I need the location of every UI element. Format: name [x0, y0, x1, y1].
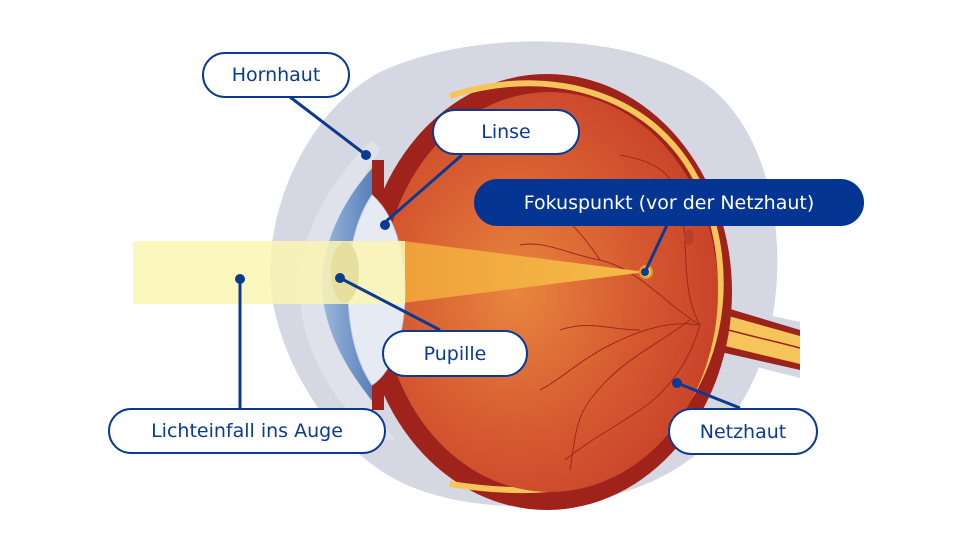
label-focus-point: Fokuspunkt (vor der Netzhaut) [474, 179, 864, 226]
leader-cornea [289, 95, 367, 157]
leader-dots [235, 150, 682, 388]
label-retina: Netzhaut [668, 408, 818, 455]
dot-retina [672, 378, 682, 388]
dot-lens [380, 220, 390, 230]
leader-lens [382, 153, 463, 226]
label-cornea: Hornhaut [202, 52, 350, 98]
leader-focus [643, 224, 669, 273]
dot-cornea [361, 150, 371, 160]
leader-retina [676, 381, 741, 410]
dot-focus [641, 268, 649, 276]
dot-light [235, 274, 245, 284]
label-pupil: Pupille [382, 330, 528, 377]
macula [684, 229, 694, 245]
light-beam [133, 241, 405, 304]
label-light-entry: Lichteinfall ins Auge [108, 408, 386, 454]
dot-pupil [335, 273, 345, 283]
leader-lines [238, 95, 741, 410]
label-lens: Linse [432, 109, 580, 155]
leader-pupil [339, 276, 441, 332]
focus-cone [395, 240, 646, 304]
